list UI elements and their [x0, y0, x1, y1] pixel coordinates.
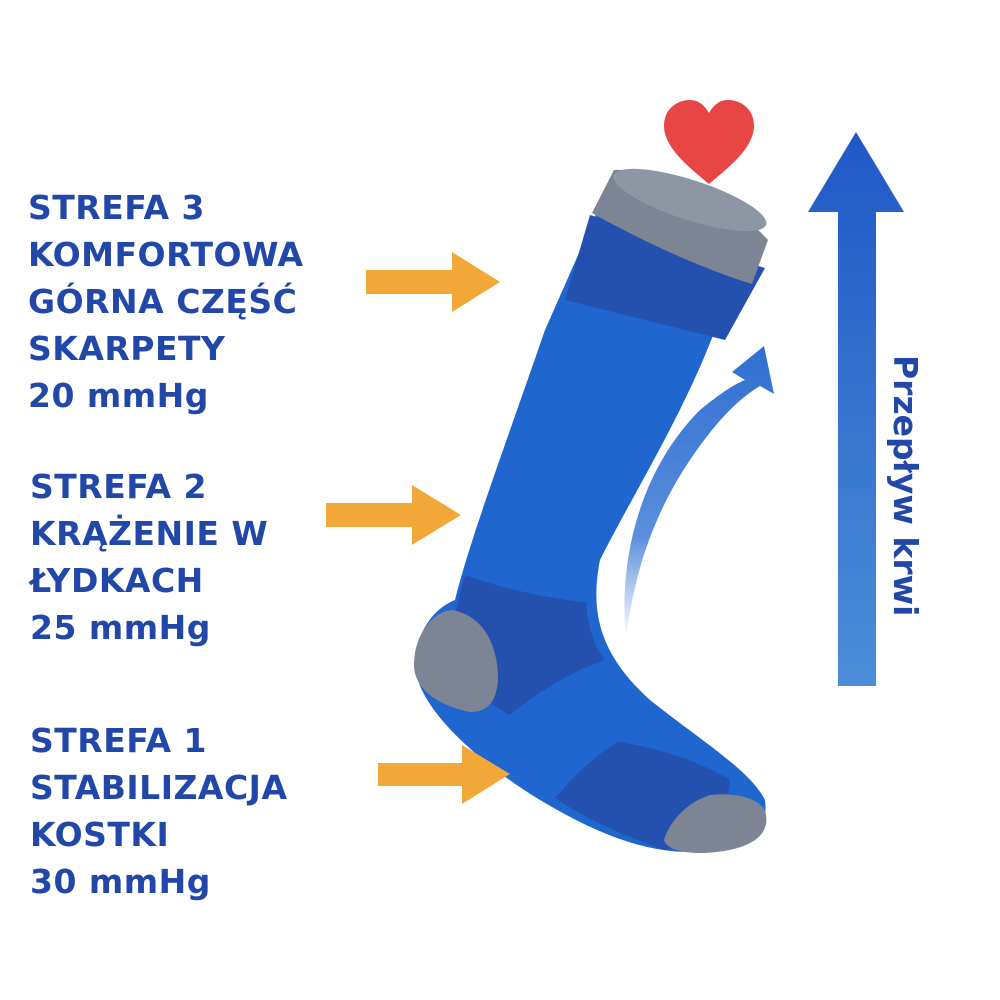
arrow-right-icon [326, 485, 461, 545]
zone-3-label: STREFA 3 KOMFORTOWA GÓRNA CZĘŚĆ SKARPETY… [28, 184, 304, 419]
zone-3-desc: GÓRNA CZĘŚĆ [28, 282, 298, 321]
zone-1-label: STREFA 1 STABILIZACJA KOSTKI 30 mmHg [30, 717, 288, 905]
curved-arrow-icon [624, 346, 774, 638]
zone-3-desc-2: SKARPETY [28, 329, 226, 368]
sock-opening [613, 168, 767, 232]
arrow-right-icon [366, 252, 500, 312]
zone-2-pressure: 25 mmHg [30, 608, 211, 647]
zone-2-desc: ŁYDKACH [30, 561, 204, 600]
sock-heel [414, 610, 498, 712]
blood-flow-label: Przepływ krwi [886, 355, 925, 617]
zone-3-title: STREFA 3 [28, 188, 205, 227]
sock-toe [664, 794, 767, 853]
arrow-up-icon [808, 132, 904, 686]
zone-2-label: STREFA 2 KRĄŻENIE W ŁYDKACH 25 mmHg [30, 463, 268, 651]
zone-3-pressure: 20 mmHg [28, 376, 209, 415]
sock-illustration [414, 168, 768, 853]
sock-cuff-band [565, 215, 765, 340]
arrow-right-icon [378, 745, 510, 804]
zone-1-desc: KOSTKI [30, 815, 170, 854]
zone-3-name: KOMFORTOWA [28, 235, 304, 274]
zone-2-name: KRĄŻENIE W [30, 514, 269, 553]
zone-1-name: STABILIZACJA [30, 768, 288, 807]
zone-1-title: STREFA 1 [30, 721, 207, 760]
zone-2-title: STREFA 2 [30, 467, 207, 506]
heart-icon [664, 100, 754, 184]
zone-1-pressure: 30 mmHg [30, 862, 211, 901]
